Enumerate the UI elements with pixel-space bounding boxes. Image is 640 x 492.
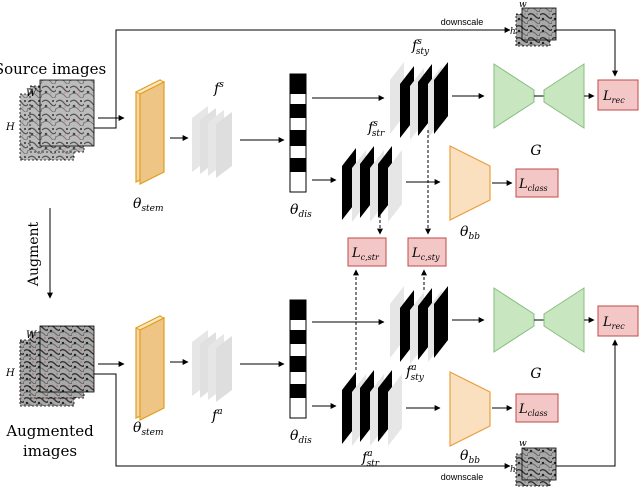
L-c-sty-label: Lc,sty xyxy=(411,246,440,262)
dim-w-label-top: w xyxy=(519,0,527,10)
augmented-images-line1: Augmented xyxy=(5,422,94,440)
augmented-image-stack xyxy=(19,325,95,407)
augment-label: Augment xyxy=(26,221,42,287)
dim-H-label: H xyxy=(5,122,15,133)
consistency-connectors xyxy=(353,130,431,370)
loss-rec-top xyxy=(597,79,639,111)
content-features-bottom xyxy=(342,370,402,446)
dim-w-label-bottom: w xyxy=(519,439,527,449)
source-image-stack xyxy=(19,79,95,161)
stem-encoder-top xyxy=(134,79,166,185)
theta-dis-top: θdis xyxy=(290,202,312,220)
loss-rec-bottom xyxy=(597,305,639,337)
L-c-str-label: Lc,str xyxy=(351,246,380,262)
dim-H-label-bottom: H xyxy=(5,368,15,379)
loss-c-sty xyxy=(407,237,447,267)
downscale-path-top xyxy=(94,27,618,129)
feature-maps-fs xyxy=(192,106,232,178)
stem-encoder-bottom xyxy=(134,315,166,421)
f-a-label: fa xyxy=(211,407,223,424)
loss-c-str xyxy=(347,237,387,267)
backbone-bottom xyxy=(449,371,491,447)
L-rec-top-label: Lrec xyxy=(602,89,625,105)
small-image-top xyxy=(515,7,557,47)
source-images-label: Source images xyxy=(0,60,106,78)
generator-top xyxy=(493,63,585,129)
L-rec-bottom-label: Lrec xyxy=(602,315,625,331)
theta-dis-bottom: θdis xyxy=(290,428,312,446)
G-label-bottom: G xyxy=(530,366,541,382)
theta-bb-top: θbb xyxy=(460,224,480,242)
backbone-top xyxy=(449,145,491,221)
dim-h-label-bottom: h xyxy=(510,465,516,475)
downscale-top-label: downscale xyxy=(441,17,484,27)
feature-maps-fa xyxy=(192,330,232,402)
L-class-top-label: Lclass xyxy=(518,177,548,193)
f-s-label: fs xyxy=(213,80,224,97)
disentangle-code-top xyxy=(289,73,307,193)
dim-W-label-bottom: W xyxy=(26,330,37,341)
style-features-top xyxy=(390,62,448,140)
small-image-bottom xyxy=(515,447,557,487)
theta-bb-bottom: θbb xyxy=(460,448,480,466)
augmented-images-line2: images xyxy=(23,442,77,460)
loss-class-top xyxy=(515,168,559,198)
dim-W-label: W xyxy=(26,88,37,99)
L-class-bottom-label: Lclass xyxy=(518,402,548,418)
generator-bottom xyxy=(493,287,585,353)
theta-stem-top: θstem xyxy=(133,196,164,214)
theta-stem-bottom: θstem xyxy=(133,420,164,438)
loss-class-bottom xyxy=(515,393,559,423)
content-features-top xyxy=(342,146,402,222)
style-features-bottom xyxy=(390,286,448,364)
downscale-bottom-label: downscale xyxy=(441,472,484,482)
dim-h-label-top: h xyxy=(510,27,516,37)
G-label-top: G xyxy=(530,143,541,159)
downscale-path-bottom xyxy=(94,339,618,469)
disentangle-code-bottom xyxy=(289,299,307,419)
